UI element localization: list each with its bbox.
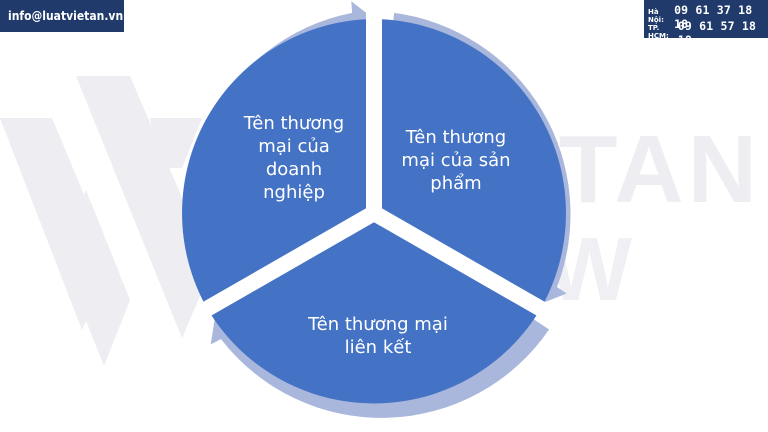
hotline-box: Hà Nội: 09 61 37 18 18 TP. HCM: 09 61 57…: [644, 0, 768, 47]
segment-label-affiliate-name: Tên thương mại liên kết: [288, 313, 468, 359]
segment-label-line: Tên thương: [243, 113, 345, 134]
hotline-hanoi-number[interactable]: 09 61 37 18 18: [674, 3, 753, 31]
separator-right: [370, 206, 549, 318]
hotline-hcm-number[interactable]: 09 61 57 18 18: [677, 19, 757, 47]
segment-label-line: mại của sản: [401, 150, 511, 171]
segment-separators: [199, 8, 549, 318]
segment-label-line: nghiệp: [263, 182, 325, 203]
segment-label-line: mại của: [258, 136, 330, 157]
email-badge[interactable]: info@luatvietan.vn: [0, 0, 124, 32]
segment-label-business-name: Tên thương mại của doanh nghiệp: [232, 112, 356, 204]
segment-label-line: Tên thương: [405, 127, 507, 148]
separator-left: [199, 206, 378, 318]
hotline-hanoi-label: Hà Nội:: [648, 8, 664, 24]
segment-label-line: Tên thương mại: [308, 314, 448, 335]
segment-label-product-name: Tên thương mại của sản phẩm: [392, 126, 520, 195]
hotline-hanoi[interactable]: Hà Nội: 09 61 37 18 18: [648, 3, 764, 31]
segment-label-line: doanh: [265, 159, 323, 180]
segment-label-line: phẩm: [430, 173, 482, 194]
hotline-hcm-label: TP. HCM:: [648, 24, 669, 40]
hotline-hcm[interactable]: TP. HCM: 09 61 57 18 18: [648, 19, 764, 47]
segment-label-line: liên kết: [344, 337, 412, 358]
cycle-arrow-3: [210, 313, 550, 418]
